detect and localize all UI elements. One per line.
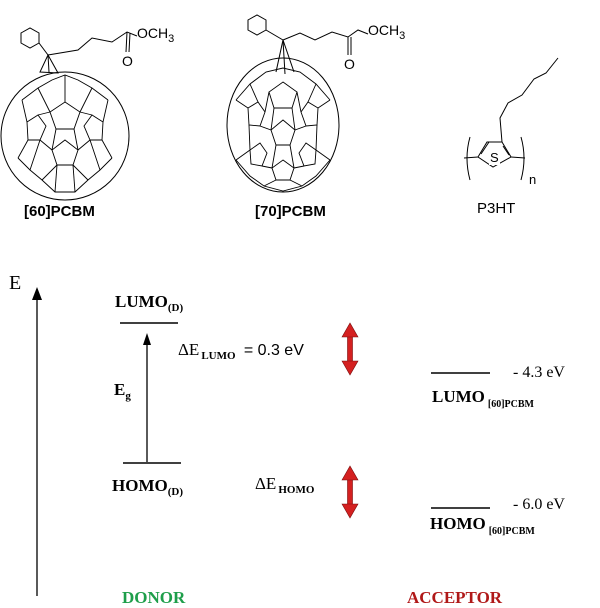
energy-diagram-lines [32, 287, 490, 596]
energy-axis-label: E [9, 272, 22, 294]
pcbm60-structure [0, 27, 138, 201]
pcbm70-label: [70]PCBM [255, 203, 326, 220]
donor-title: DONOR [122, 588, 186, 607]
p3ht-structure [463, 57, 559, 181]
p3ht-label: P3HT [477, 200, 516, 217]
delta-homo-double-arrow [341, 465, 359, 519]
acceptor-homo-energy: - 6.0 eV [513, 496, 565, 513]
pcbm60-label: [60]PCBM [24, 203, 95, 220]
acceptor-lumo-label: LUMO[60]PCBM [432, 387, 534, 410]
gap-arrowhead [143, 333, 151, 345]
pcbm70-carbonyl-o: O [344, 56, 355, 72]
energy-axis-arrowhead [32, 287, 42, 300]
delta-lumo-double-arrow [341, 322, 359, 376]
acceptor-lumo-energy: - 4.3 eV [513, 364, 565, 381]
acceptor-title: ACCEPTOR [407, 588, 503, 607]
donor-homo-label: HOMO(D) [112, 476, 183, 498]
pcbm70-ester-label: OCH3 [368, 22, 406, 42]
donor-lumo-label: LUMO(D) [115, 292, 184, 314]
pcbm60-ester-label: OCH3 [137, 25, 175, 45]
p3ht-repeat-n: n [529, 172, 537, 187]
thiophene-sulfur: S [489, 150, 500, 165]
acceptor-homo-label: HOMO[60]PCBM [430, 514, 535, 537]
pcbm60-carbonyl-o: O [122, 53, 133, 69]
gap-label: Eg [114, 380, 131, 402]
pcbm70-structure [226, 14, 369, 193]
